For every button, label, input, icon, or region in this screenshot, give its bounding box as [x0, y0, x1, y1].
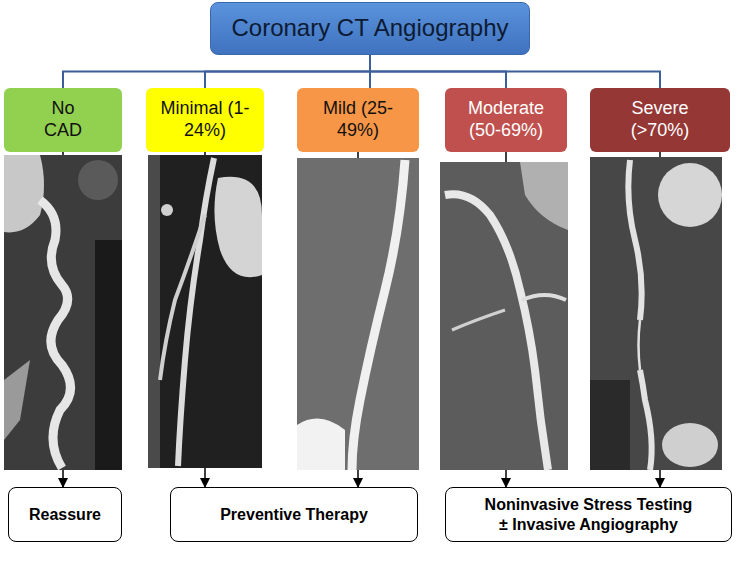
- category-box: Moderate (50-69%): [445, 88, 567, 152]
- node-text: Mild (25-49%): [308, 98, 408, 141]
- contrast-streak: [4, 360, 30, 440]
- vessel-stenosis: [639, 320, 641, 370]
- ct-image-moderate: [440, 162, 568, 470]
- coronary-vessel: [445, 194, 548, 470]
- outcome-box: Noninvasive Stress Testing ± Invasive An…: [445, 487, 732, 542]
- node-text: Coronary CT Angiography: [231, 14, 508, 43]
- tree-connector: [205, 55, 370, 88]
- aorta: [214, 177, 262, 277]
- title-box: Coronary CT Angiography: [210, 2, 530, 55]
- category-box: Minimal (1-24%): [146, 88, 264, 152]
- node-text: Preventive Therapy: [220, 505, 368, 524]
- image-ground: [297, 158, 419, 470]
- image-ground: [4, 155, 122, 470]
- ct-image-no-cad: [4, 155, 122, 470]
- node-text: Reassure: [29, 505, 101, 524]
- image-ground: [440, 162, 568, 470]
- coronary-vessel: [178, 158, 214, 466]
- calcium-spot: [161, 204, 173, 216]
- chamber: [78, 160, 118, 200]
- ct-image-minimal: [148, 155, 262, 468]
- tissue-strip: [148, 155, 160, 468]
- node-text: Severe (>70%): [615, 98, 705, 141]
- outcome-box: Preventive Therapy: [170, 487, 418, 542]
- coronary-vessel: [628, 160, 641, 320]
- chamber: [297, 419, 345, 470]
- image-ground: [148, 155, 262, 468]
- coronary-vessel: [640, 370, 652, 470]
- vessel-branch: [160, 215, 205, 380]
- category-box: Severe (>70%): [590, 88, 730, 152]
- aorta: [520, 162, 568, 230]
- image-ground: [590, 157, 722, 470]
- aorta: [658, 163, 722, 227]
- node-text: Noninvasive Stress Testing ± Invasive An…: [480, 495, 698, 533]
- node-text: Moderate (50-69%): [456, 98, 556, 141]
- tree-connector: [63, 55, 370, 88]
- dark-region: [95, 240, 122, 470]
- dark-region: [590, 380, 630, 470]
- ct-image-severe: [590, 157, 722, 470]
- chamber: [662, 423, 718, 467]
- tree-connector: [370, 55, 660, 88]
- ct-image-mild: [297, 158, 419, 470]
- node-text: No CAD: [38, 98, 88, 141]
- aorta: [4, 155, 44, 232]
- node-text: Minimal (1-24%): [153, 98, 257, 141]
- category-box: Mild (25-49%): [297, 88, 419, 152]
- category-box: No CAD: [4, 88, 122, 152]
- coronary-vessel: [40, 200, 71, 468]
- outcome-box: Reassure: [8, 487, 122, 542]
- vessel-branch: [452, 310, 505, 330]
- vessel-branch: [522, 295, 566, 300]
- coronary-vessel: [352, 160, 405, 470]
